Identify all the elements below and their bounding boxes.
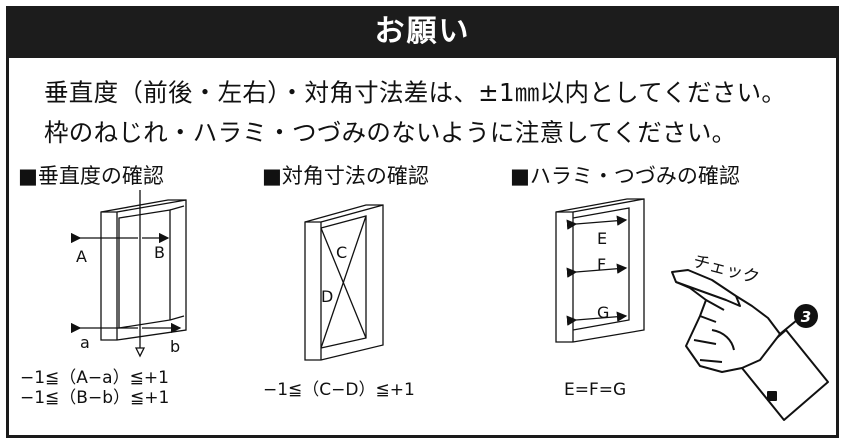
instruction-line-1: 垂直度（前後・左右）・対角寸法差は、±1㎜以内としてください。 bbox=[44, 78, 787, 107]
label-C: C bbox=[336, 243, 347, 262]
check-number-badge bbox=[794, 304, 818, 328]
section-title-vertical: ■垂直度の確認 bbox=[18, 164, 164, 188]
section-title-diagonal: ■対角寸法の確認 bbox=[262, 164, 429, 188]
label-A: A bbox=[76, 247, 87, 266]
pointing-hand-icon bbox=[671, 269, 829, 421]
check-number: 3 bbox=[801, 308, 811, 326]
label-B: B bbox=[154, 243, 165, 262]
formula-vertical: −1≦（A−a）≦+1 −1≦（B−b）≦+1 bbox=[20, 368, 169, 408]
label-G: G bbox=[597, 303, 609, 322]
formula-diagonal: −1≦（C−D）≦+1 bbox=[263, 380, 415, 400]
section-title-bulge: ■ハラミ・つづみの確認 bbox=[510, 164, 740, 188]
formula-vertical-2: −1≦（B−b）≦+1 bbox=[20, 388, 170, 408]
label-F: F bbox=[597, 255, 606, 274]
formula-bulge: E=F=G bbox=[564, 380, 627, 400]
instruction-line-2: 枠のねじれ・ハラミ・つづみのないように注意してください。 bbox=[44, 118, 737, 147]
formula-vertical-1: −1≦（A−a）≦+1 bbox=[20, 368, 169, 388]
vertical-frame-diagram bbox=[70, 190, 187, 358]
label-D: D bbox=[321, 287, 333, 306]
label-b: b bbox=[170, 337, 180, 356]
bulge-frame-diagram bbox=[555, 198, 645, 343]
label-a: a bbox=[80, 333, 90, 352]
notice-title: お願い bbox=[6, 6, 839, 58]
diagonal-frame-diagram bbox=[304, 204, 384, 361]
label-E: E bbox=[597, 229, 607, 248]
